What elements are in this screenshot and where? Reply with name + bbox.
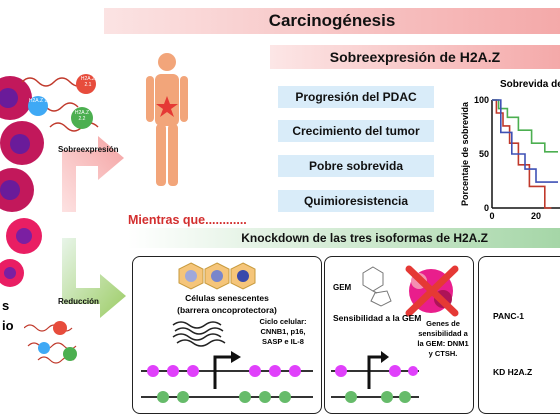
dna-strands-icon [172, 321, 226, 347]
senescent-cells-icon [178, 262, 256, 290]
isoform-label-b: H2A.Z 1 [28, 98, 48, 104]
gem-panel: GEM Sensibilidad a la GEM Genes de sensi… [324, 256, 474, 414]
isoform-label-c: H2A.Z 2.2 [74, 110, 90, 122]
gem-molecule-icon [362, 266, 392, 307]
overexpression-arrow [62, 136, 124, 212]
x-tick-label: 20 [531, 211, 541, 221]
knockdown-title: Knockdown de las tres isoformas de H2A.Z [241, 231, 488, 245]
effect-label-2: Crecimiento del tumor [292, 124, 420, 138]
gem-genes-text: Genes de sensibilidad a la GEM: DNM1 y C… [417, 319, 469, 358]
effect-box-1: Progresión del PDAC [278, 86, 434, 108]
y-axis-label: Porcentaje de sobrevida [460, 101, 470, 206]
effect-label-1: Progresión del PDAC [295, 90, 417, 104]
survival-series-3 [492, 99, 558, 183]
y-tick-label: 0 [484, 203, 489, 213]
panc-label: PANC-1 [493, 311, 525, 321]
survival-series-2 [492, 99, 558, 153]
partial-text-2: io [2, 318, 14, 333]
gem-sensitivity: Sensibilidad a la GEM [333, 313, 422, 323]
cell-cycle-text: Ciclo celular: CNNB1, p16, SASP e IL-8 [259, 317, 307, 346]
senescence-title: Células senescentes [185, 293, 269, 303]
isoform-label-a: H2A.Z 2.1 [80, 76, 96, 88]
overexpression-label: Sobreexpresión [58, 145, 119, 154]
tumor-blocked-icon [405, 265, 459, 317]
partial-text-1: s [2, 298, 10, 313]
overexpression-banner: Sobreexpresión de H2A.Z [270, 45, 560, 69]
effect-label-3: Pobre sobrevida [308, 159, 404, 173]
isoforms-graphic-top [21, 74, 99, 132]
chart-title: Sobrevida de [500, 79, 560, 90]
gem-chromatin-graphic [331, 351, 419, 403]
survival-chart: 100 50 00 20 Porcentaje de sobrevida [460, 95, 560, 221]
survival-series-1 [492, 99, 552, 209]
y-tick-label: 100 [474, 95, 489, 105]
effect-label-4: Quimioresistencia [303, 194, 409, 208]
tumor-cells-graphic [0, 76, 44, 287]
senescence-panel: Células senescentes (barrera oncoprotect… [132, 256, 322, 414]
title-banner: Carcinogénesis [104, 8, 560, 34]
page-title: Carcinogénesis [268, 11, 396, 30]
knockdown-banner: Knockdown de las tres isoformas de H2A.Z [128, 228, 560, 248]
reduction-label: Reducción [58, 297, 99, 306]
kd-label: KD H2A.Z [493, 367, 533, 377]
x-tick-label: 0 [489, 211, 494, 221]
overexpression-title: Sobreexpresión de H2A.Z [329, 49, 501, 65]
tumor-star-icon [156, 96, 178, 117]
reduction-arrow [62, 238, 126, 318]
y-tick-label: 50 [479, 149, 489, 159]
isoforms-graphic-bottom [24, 321, 77, 364]
effect-box-3: Pobre sobrevida [278, 155, 434, 177]
effect-box-2: Crecimiento del tumor [278, 120, 434, 142]
gem-label: GEM [333, 283, 352, 292]
panc-panel: PANC-1 KD H2A.Z [478, 256, 560, 414]
meanwhile-text: Mientras que............ [128, 213, 247, 227]
human-body-icon [146, 53, 188, 186]
effect-box-4: Quimioresistencia [278, 190, 434, 212]
chromatin-graphic [141, 351, 313, 403]
senescence-subtitle: (barrera oncoprotectora) [177, 305, 277, 315]
